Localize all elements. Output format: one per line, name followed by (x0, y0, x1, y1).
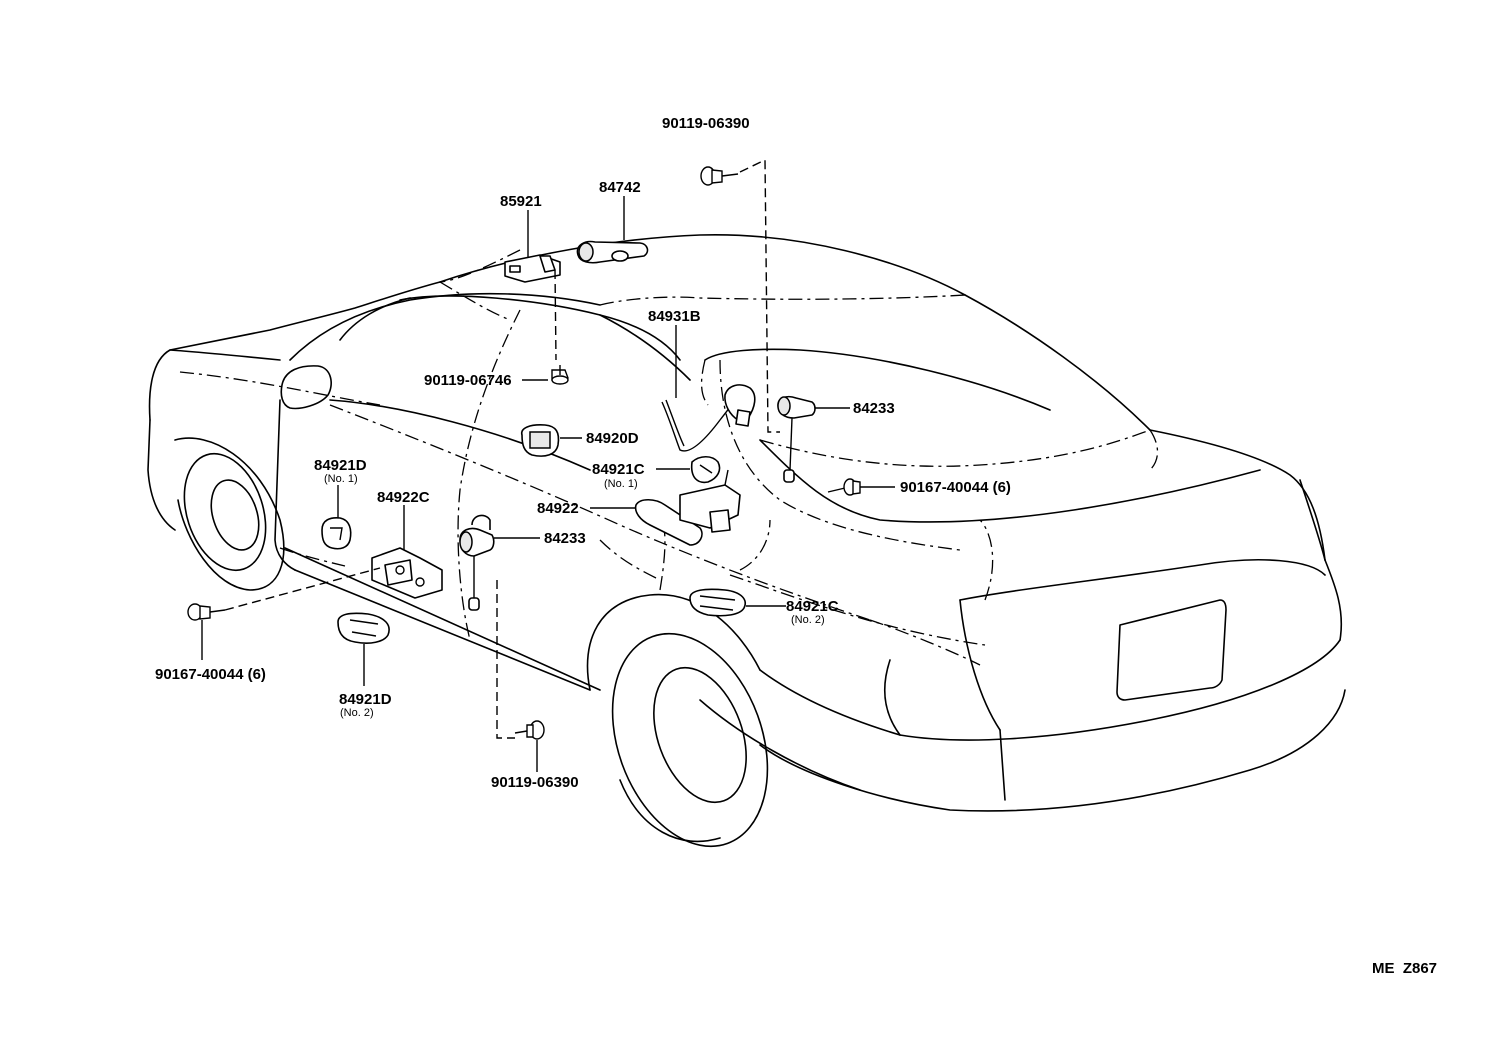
label-84922: 84922 (537, 500, 579, 517)
label-84742: 84742 (599, 179, 641, 196)
label-84920D: 84920D (586, 430, 639, 447)
label-84233-left: 84233 (544, 530, 586, 547)
label-84922C: 84922C (377, 489, 430, 506)
part-84922-switch-assembly (634, 469, 741, 546)
label-84921D-no1: 84921D (314, 457, 367, 474)
part-84931B-wire-harness (661, 384, 756, 452)
interior-hidden-lines (179, 249, 1159, 666)
label-84931B: 84931B (648, 308, 701, 325)
note-84921D-no1: (No. 1) (324, 473, 358, 485)
label-84921C-no2: 84921C (786, 598, 839, 615)
label-90119-06746: 90119-06746 (424, 372, 512, 389)
label-84233-right: 84233 (853, 400, 895, 417)
label-84921D-no2: 84921D (339, 691, 392, 708)
label-85921: 85921 (500, 193, 542, 210)
part-84920D-switch (521, 424, 560, 457)
part-90167-40044-right-screw (827, 478, 861, 496)
part-84921D-no1-switch (321, 517, 352, 550)
note-84921C-no2: (No. 2) (791, 614, 825, 626)
part-84922C-bracket (371, 547, 443, 599)
leader-lines (201, 158, 895, 772)
part-labels: 90119-06390 84742 85921 84931B 90119-067… (155, 115, 1437, 977)
car-body (147, 233, 1346, 848)
part-90167-40044-left-screw (187, 603, 226, 621)
part-84233-left-switch (459, 514, 495, 611)
label-90119-06390-bottom: 90119-06390 (491, 774, 579, 791)
label-90167-40044-left: 90167-40044 (6) (155, 666, 266, 683)
part-90119-06390-top-screw (700, 166, 739, 186)
part-84921C-no2-switch (689, 588, 746, 617)
note-84921D-no2: (No. 2) (340, 707, 374, 719)
label-84921C-no1: 84921C (592, 461, 645, 478)
part-90119-06390-bottom-screw (514, 720, 545, 740)
note-84921C-no1: (No. 1) (604, 478, 638, 490)
figure-code: ME Z867 (1372, 960, 1437, 977)
label-90119-06390-top: 90119-06390 (662, 115, 750, 132)
label-90167-40044-right: 90167-40044 (6) (900, 479, 1011, 496)
part-84233-right-switch (777, 395, 816, 483)
part-84742-switch (576, 240, 649, 264)
part-90119-06746-screw (551, 365, 569, 385)
part-85921-bracket (504, 254, 561, 283)
part-84921D-no2-switch (337, 612, 390, 644)
part-84921C-no1-switch (690, 455, 721, 484)
